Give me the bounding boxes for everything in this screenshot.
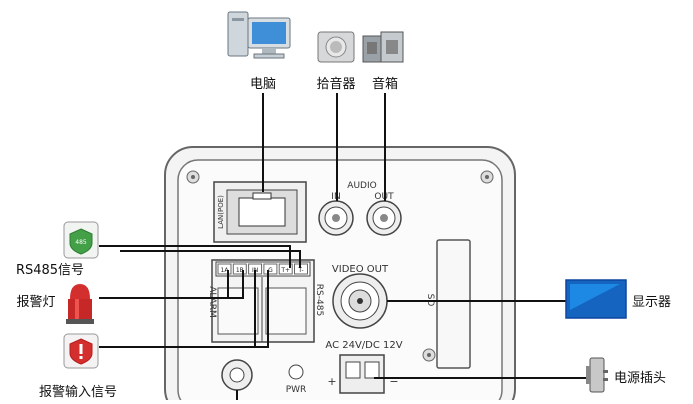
alarm-pin-label: 1A xyxy=(221,267,230,274)
lan-port: LAN(POE) xyxy=(213,181,307,243)
rs485-device-icon: 485 xyxy=(63,221,99,259)
corner-screw xyxy=(186,170,200,184)
line-rs485-b xyxy=(120,250,301,268)
power-led: PWR xyxy=(286,364,307,395)
computer-icon xyxy=(227,11,291,59)
video-out-label: VIDEO OUT xyxy=(332,264,389,275)
reset-button xyxy=(221,359,253,391)
alarm-pin-label: 1B xyxy=(236,267,244,274)
alarm-input-icon xyxy=(63,333,99,369)
alarm-pin-label: G xyxy=(268,267,273,274)
speaker-label: 音箱 xyxy=(372,76,398,92)
alarm-label: ALARM xyxy=(207,286,217,318)
line-rs485 xyxy=(99,245,291,268)
line-alarm-light-b xyxy=(228,270,244,299)
audio-out-jack xyxy=(366,200,402,236)
line-alarm-input-b xyxy=(255,270,269,348)
power-plug-label: 电源插头 xyxy=(614,371,666,386)
alarm-light-icon xyxy=(66,284,94,324)
lan-label: LAN(POE) xyxy=(217,195,225,229)
alarm-input-label: 报警输入信号 xyxy=(39,384,117,400)
monitor-icon xyxy=(565,279,627,319)
alarm-light-label: 报警灯 xyxy=(16,294,55,310)
speaker-icon xyxy=(362,31,404,63)
computer-label: 电脑 xyxy=(250,77,276,92)
alarm-pin-box xyxy=(217,263,232,275)
rs485-badge: 485 xyxy=(75,239,87,246)
alarm-pin-label: T- xyxy=(297,267,303,274)
connection-lines xyxy=(99,93,592,400)
corner-screw xyxy=(480,170,494,184)
rs485-device-label: RS485信号 xyxy=(16,263,84,278)
power-label: AC 24V/DC 12V xyxy=(325,340,402,351)
alarm-pin-box xyxy=(263,263,278,275)
alarm-pin-box xyxy=(278,263,293,275)
corner-screw xyxy=(422,348,436,362)
audio-label: AUDIO xyxy=(347,181,376,191)
microphone-icon xyxy=(317,31,355,63)
power-plus-label: + xyxy=(327,375,336,388)
power-plug-icon xyxy=(586,357,608,393)
pwr-label: PWR xyxy=(286,385,307,395)
alarm-pin-box xyxy=(232,263,247,275)
monitor-label: 显示器 xyxy=(632,295,671,310)
power-minus-label: − xyxy=(389,375,398,388)
alarm-pin-label: T+ xyxy=(280,267,290,274)
video-out-port: VIDEO OUT xyxy=(332,264,389,329)
microphone-label: 拾音器 xyxy=(316,76,355,92)
rs485-label: RS-485 xyxy=(314,284,324,316)
audio-in-jack xyxy=(318,200,354,236)
power-terminal: AC 24V/DC 12V + − xyxy=(325,340,403,394)
